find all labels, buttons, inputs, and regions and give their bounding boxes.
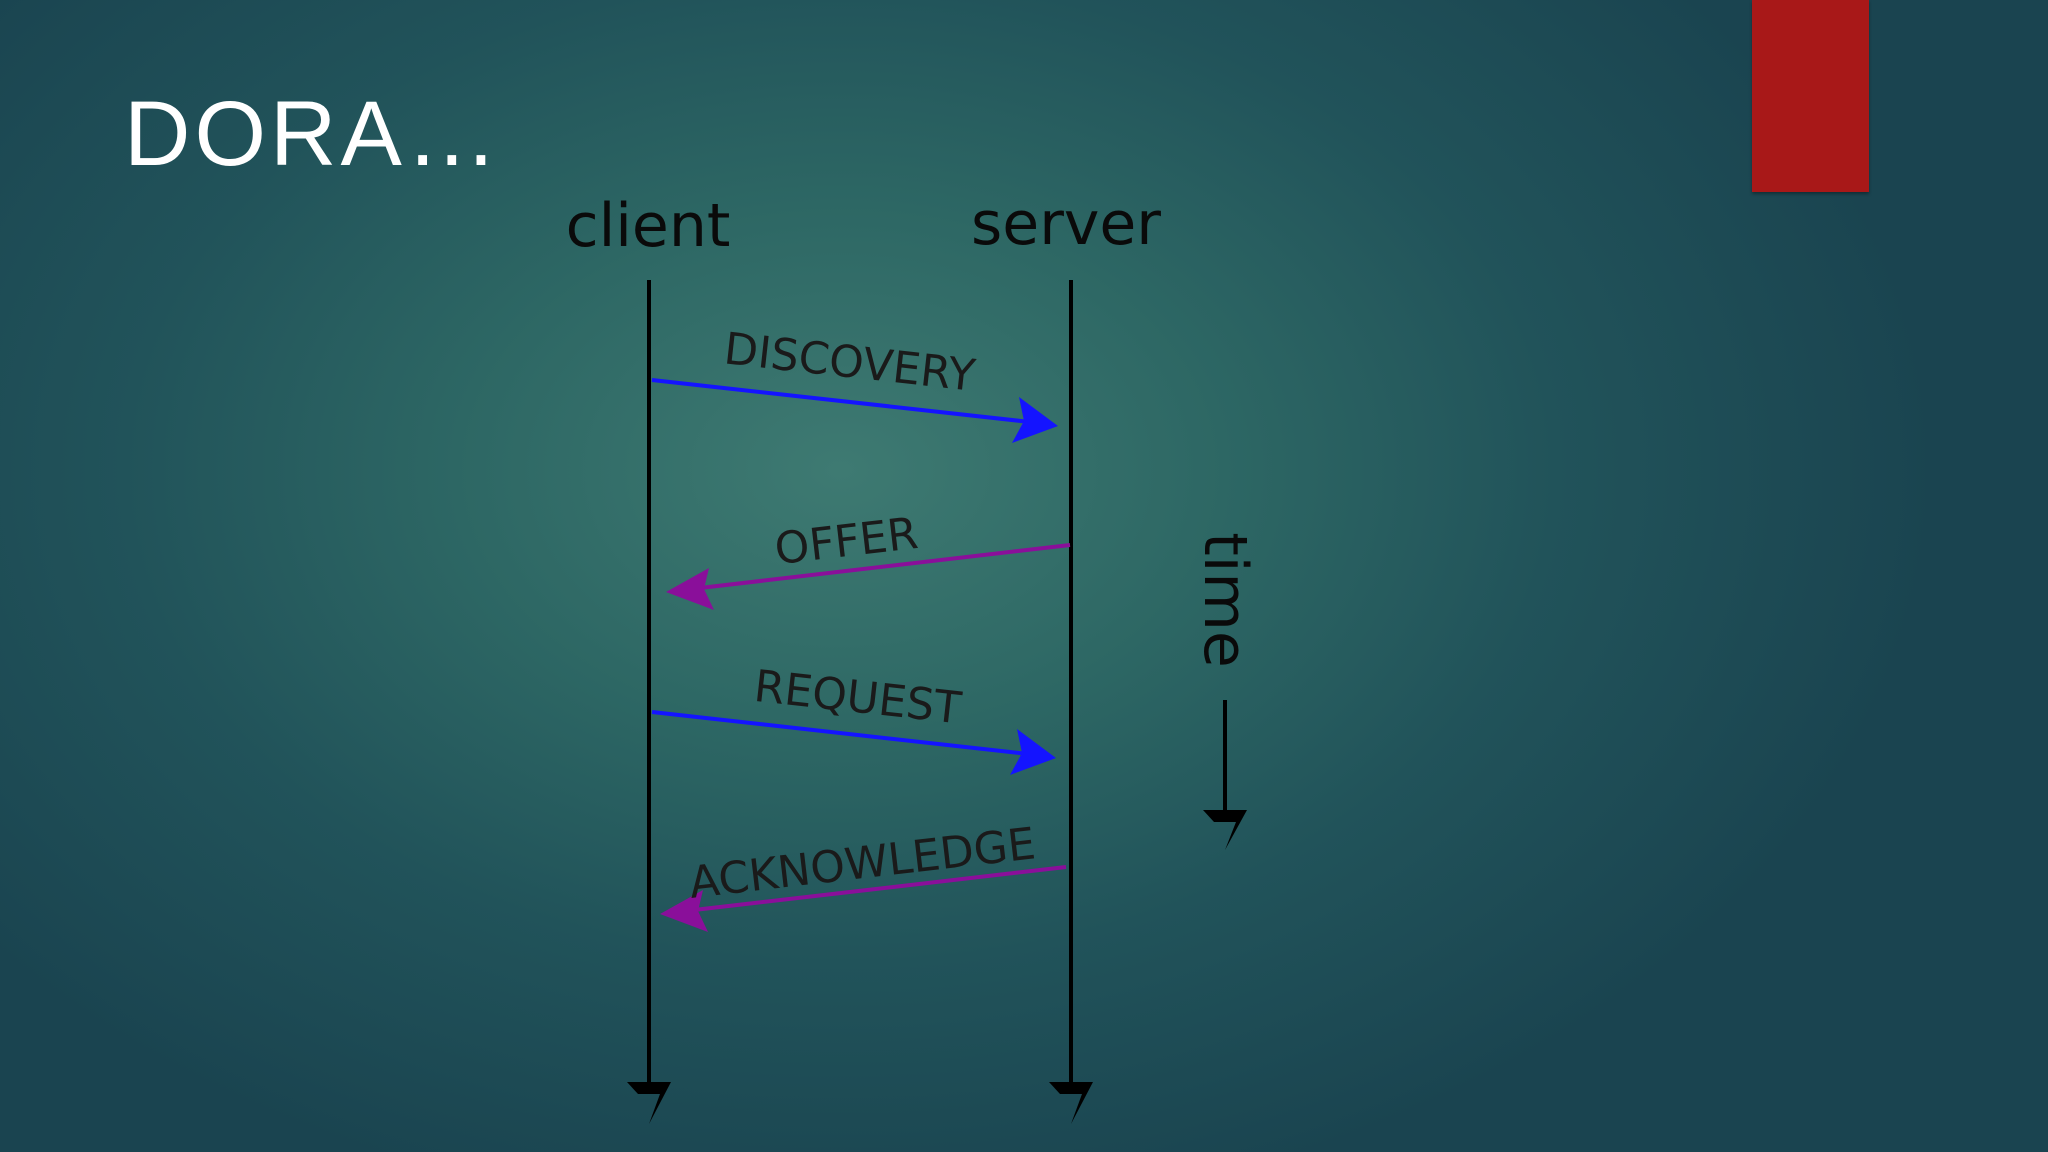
acknowledge-arrow — [693, 865, 1067, 912]
request-arrow — [651, 710, 1029, 756]
request-arrowhead — [1010, 729, 1056, 775]
client-lifeline-arrowhead — [627, 1082, 671, 1124]
slide-title: DORA… — [124, 83, 502, 185]
time-label: time — [1190, 532, 1260, 668]
discovery-arrow — [651, 378, 1031, 424]
offer-arrow — [699, 543, 1071, 590]
discovery-arrowhead — [1012, 397, 1058, 443]
request-label: REQUEST — [752, 661, 964, 735]
time-arrowhead — [1203, 810, 1247, 850]
client-label: client — [566, 191, 731, 261]
server-lifeline-arrowhead — [1049, 1082, 1093, 1124]
server-label: server — [971, 189, 1161, 259]
acknowledge-label: ACKNOWLEDGE — [687, 818, 1039, 909]
offer-arrowhead — [666, 568, 714, 610]
accent-bar — [1752, 0, 1869, 192]
acknowledge-arrowhead — [660, 890, 708, 932]
